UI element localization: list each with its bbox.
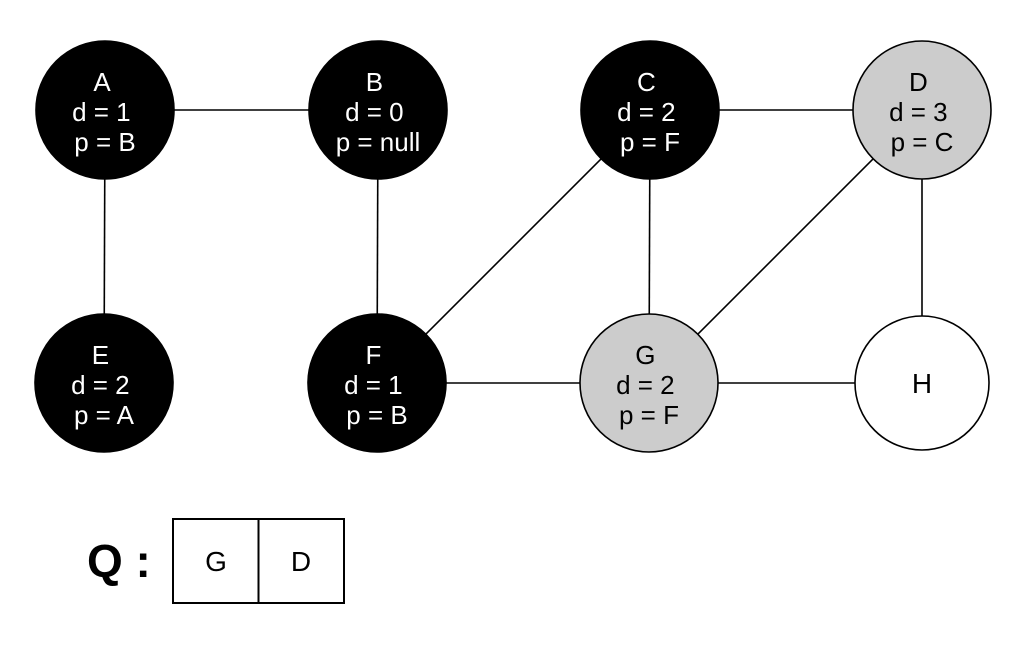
- node-D-label: D d = 3 p = C: [889, 67, 955, 157]
- node-D-name: D: [909, 67, 928, 97]
- node-C-parent: p = F: [620, 127, 680, 157]
- node-F-parent: p = B: [346, 400, 407, 430]
- node-E: E d = 2 p = A: [34, 313, 174, 453]
- node-E-circle: [34, 313, 174, 453]
- node-H-label: H: [912, 368, 932, 399]
- node-E-parent: p = A: [74, 400, 135, 430]
- node-C: C d = 2 p = F: [580, 40, 720, 180]
- node-B-name: B: [366, 67, 383, 97]
- node-G-parent: p = F: [619, 400, 679, 430]
- node-B: B d = 0 p = null: [308, 40, 448, 180]
- node-G-distance: d = 2: [616, 370, 675, 400]
- queue-item-1: D: [291, 546, 311, 577]
- node-A-label: A d = 1 p = B: [72, 67, 138, 157]
- queue-cell-1: [257, 518, 345, 604]
- node-C-circle: [580, 40, 720, 180]
- nodes: A d = 1 p = B B d = 0 p = null C d = 2 p…: [34, 40, 992, 453]
- node-D-distance: d = 3: [889, 97, 948, 127]
- node-A-parent: p = B: [74, 127, 135, 157]
- node-F: F d = 1 p = B: [307, 313, 447, 453]
- node-G-name: G: [635, 340, 655, 370]
- node-C-distance: d = 2: [617, 97, 676, 127]
- node-D: D d = 3 p = C: [852, 40, 992, 180]
- node-F-name: F: [365, 340, 381, 370]
- node-A-circle: [35, 40, 175, 180]
- node-E-distance: d = 2: [71, 370, 130, 400]
- queue-item-0: G: [205, 546, 227, 577]
- node-D-parent: p = C: [891, 127, 954, 157]
- node-G: G d = 2 p = F: [579, 313, 719, 453]
- node-B-parent: p = null: [336, 127, 421, 157]
- node-C-name: C: [637, 67, 656, 97]
- node-G-circle: [579, 313, 719, 453]
- node-H-circle: [854, 315, 990, 451]
- node-E-name: E: [92, 340, 109, 370]
- node-G-label: G d = 2 p = F: [616, 340, 682, 430]
- node-F-label: F d = 1 p = B: [344, 340, 410, 430]
- node-B-label: B d = 0 p = null: [336, 67, 421, 157]
- node-B-circle: [308, 40, 448, 180]
- node-F-distance: d = 1: [344, 370, 403, 400]
- queue-label: Q :: [87, 535, 151, 587]
- node-B-distance: d = 0: [345, 97, 404, 127]
- node-D-circle: [852, 40, 992, 180]
- edges: [103, 109, 923, 384]
- node-A-name: A: [93, 67, 111, 97]
- queue-cell-0: [172, 518, 260, 604]
- node-E-label: E d = 2 p = A: [71, 340, 137, 430]
- node-C-label: C d = 2 p = F: [617, 67, 683, 157]
- node-A-distance: d = 1: [72, 97, 131, 127]
- node-F-circle: [307, 313, 447, 453]
- node-H: H: [854, 315, 990, 451]
- queue: Q : G D: [87, 518, 345, 604]
- node-A: A d = 1 p = B: [35, 40, 175, 180]
